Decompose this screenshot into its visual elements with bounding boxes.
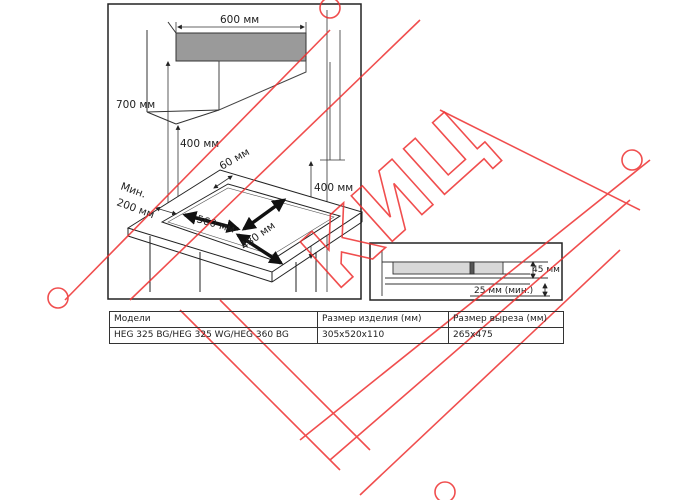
table-row: HEG 325 BG/HEG 325 WG/HEG 360 BG 305x520… — [109, 327, 564, 344]
cell-cutout-size: 265x475 — [448, 327, 564, 344]
label-700mm: 700 мм — [116, 99, 155, 111]
dimension-lines — [165, 10, 345, 292]
cell-product-size: 305x520x110 — [317, 327, 449, 344]
wall-cabinet — [146, 21, 307, 125]
table-header-row: Модели Размер изделия (мм) Размер выреза… — [109, 311, 564, 328]
detail-cross-section — [381, 250, 550, 298]
small-dimension-arrows — [155, 175, 233, 216]
label-45mm: 45 мм — [532, 265, 560, 275]
header-product-size: Размер изделия (мм) — [317, 311, 449, 328]
label-25mm-min: 25 мм (мин.) — [474, 286, 533, 296]
models-spec-table: Модели Размер изделия (мм) Размер выреза… — [109, 311, 564, 344]
header-models: Модели — [109, 311, 318, 328]
cell-models: HEG 325 BG/HEG 325 WG/HEG 360 BG — [109, 327, 318, 344]
label-600mm: 600 мм — [220, 14, 259, 26]
label-400mm-right: 400 мм — [314, 182, 353, 194]
header-cutout-size: Размер выреза (мм) — [448, 311, 564, 328]
label-400mm-inner: 400 мм — [180, 138, 219, 150]
